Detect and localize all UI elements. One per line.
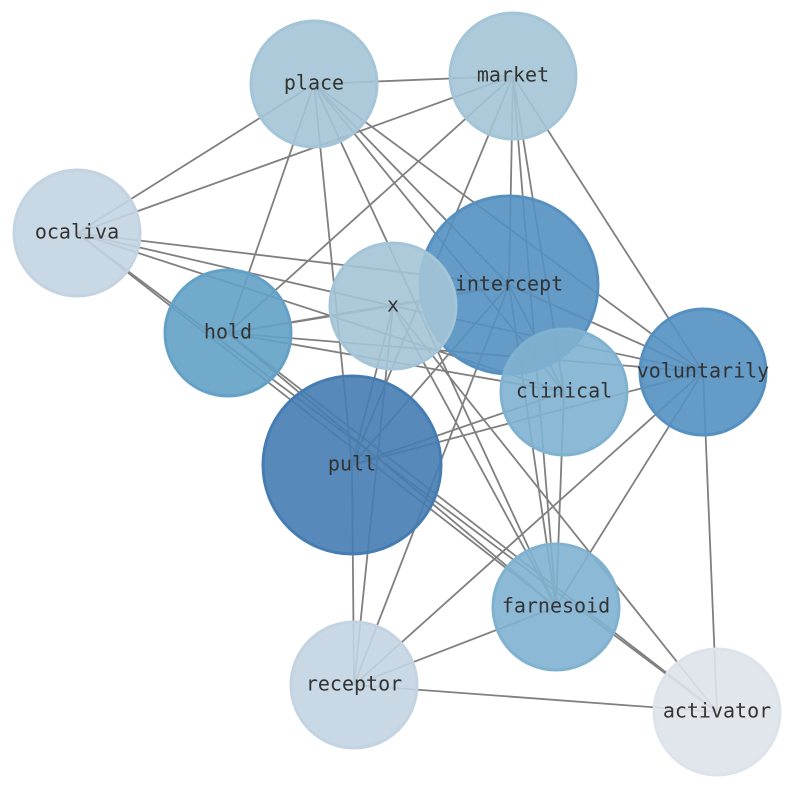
edge-voluntarily-receptor — [353, 371, 704, 686]
node-label-voluntarily: voluntarily — [637, 359, 769, 383]
node-label-x: x — [387, 293, 399, 317]
node-label-hold: hold — [204, 320, 252, 344]
node-place[interactable] — [249, 19, 379, 149]
node-clinical[interactable] — [499, 327, 629, 457]
node-label-intercept: intercept — [455, 272, 563, 296]
edge-x-activator — [392, 305, 718, 713]
node-label-farnesoid: farnesoid — [502, 594, 610, 618]
node-market[interactable] — [448, 11, 578, 141]
node-label-market: market — [477, 63, 549, 87]
node-farnesoid[interactable] — [491, 542, 621, 672]
node-label-activator: activator — [663, 699, 771, 723]
node-x[interactable] — [328, 241, 458, 371]
node-hold[interactable] — [163, 268, 293, 398]
node-label-place: place — [284, 71, 344, 95]
node-ocaliva[interactable] — [12, 168, 142, 298]
node-label-receptor: receptor — [306, 672, 402, 696]
node-voluntarily[interactable] — [638, 307, 768, 437]
node-label-clinical: clinical — [516, 379, 612, 403]
labels-layer: place market ocaliva intercept x hold clinical… — [35, 63, 771, 723]
node-activator[interactable] — [652, 647, 782, 777]
edge-market-ocaliva — [76, 75, 514, 234]
node-label-ocaliva: ocaliva — [35, 220, 119, 244]
node-pull[interactable] — [261, 374, 443, 556]
nodes-layer — [12, 11, 782, 777]
node-label-pull: pull — [328, 452, 376, 476]
node-receptor[interactable] — [289, 620, 419, 750]
